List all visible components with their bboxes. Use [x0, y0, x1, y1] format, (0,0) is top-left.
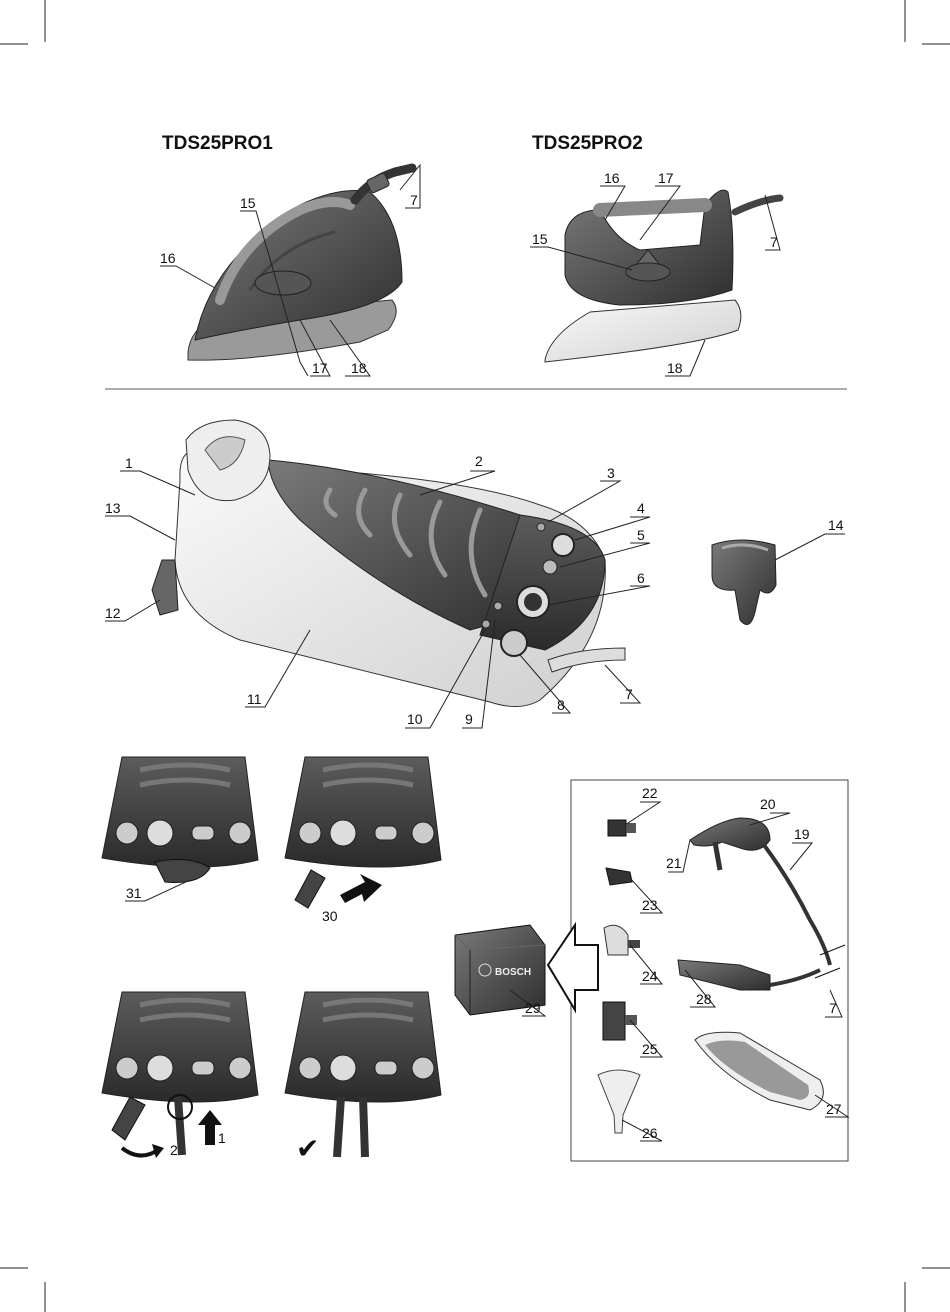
- callout-numbers: 15 16 17 18 7 16 17 15 7 18 1 2 3 4 5 6 …: [105, 170, 844, 1158]
- callout-23: 23: [642, 897, 658, 913]
- accessories-illustration: [597, 817, 846, 1134]
- callout-20: 20: [760, 796, 776, 812]
- callout-21: 21: [666, 855, 682, 871]
- callout-18: 18: [351, 360, 367, 376]
- callout-19: 19: [794, 826, 810, 842]
- callout-5: 5: [637, 527, 645, 543]
- callout-2: 2: [475, 453, 483, 469]
- callout-14: 14: [828, 517, 844, 533]
- carrying-case-illustration: BOSCH: [454, 924, 546, 1016]
- callout-29: 29: [525, 1000, 541, 1016]
- iron-tds25pro1-illustration: [187, 163, 417, 361]
- callout-1: 1: [125, 455, 133, 471]
- callout-12: 12: [105, 605, 121, 621]
- callout-25: 25: [642, 1041, 658, 1057]
- callout-30: 30: [322, 908, 338, 924]
- callout-6: 6: [637, 570, 645, 586]
- callout-27: 27: [826, 1101, 842, 1117]
- callout-16: 16: [160, 250, 176, 266]
- curved-arrow-icon: [120, 1146, 160, 1158]
- callout-18: 18: [667, 360, 683, 376]
- callout-7: 7: [770, 234, 778, 250]
- arrow-up-icon: [198, 1110, 222, 1145]
- case-brand-label: BOSCH: [495, 967, 531, 978]
- callout-7: 7: [625, 686, 633, 702]
- callout-31: 31: [126, 885, 142, 901]
- callout-22: 22: [642, 785, 658, 801]
- leader-lines: [105, 163, 850, 1142]
- callout-1: 1: [218, 1130, 226, 1146]
- callout-26: 26: [642, 1125, 658, 1141]
- callout-10: 10: [407, 711, 423, 727]
- callout-24: 24: [642, 968, 658, 984]
- checkmark-icon: ✔: [296, 1133, 319, 1164]
- callout-13: 13: [105, 500, 121, 516]
- callout-2: 2: [170, 1142, 178, 1158]
- callout-9: 9: [465, 711, 473, 727]
- callout-11: 11: [247, 691, 262, 707]
- callout-28: 28: [696, 991, 712, 1007]
- hollow-arrow-left-icon: [546, 921, 599, 1014]
- callout-17: 17: [312, 360, 328, 376]
- callout-7: 7: [410, 192, 418, 208]
- callout-7: 7: [829, 1000, 837, 1016]
- callout-17: 17: [658, 170, 674, 186]
- curved-arrow-head: [152, 1144, 164, 1158]
- steam-station-illustration: [151, 419, 626, 707]
- callout-15: 15: [532, 231, 548, 247]
- step-panels: [101, 756, 442, 1158]
- model-title-2: TDS25PRO2: [532, 133, 643, 154]
- model-title-1: TDS25PRO1: [162, 133, 273, 154]
- callout-16: 16: [604, 170, 620, 186]
- arrow-right-icon: [340, 874, 382, 903]
- cord-clip-illustration: [711, 539, 777, 625]
- callout-8: 8: [557, 697, 565, 713]
- callout-3: 3: [607, 465, 615, 481]
- callout-4: 4: [637, 500, 645, 516]
- callout-15: 15: [240, 195, 256, 211]
- iron-tds25pro2-illustration: [544, 189, 784, 363]
